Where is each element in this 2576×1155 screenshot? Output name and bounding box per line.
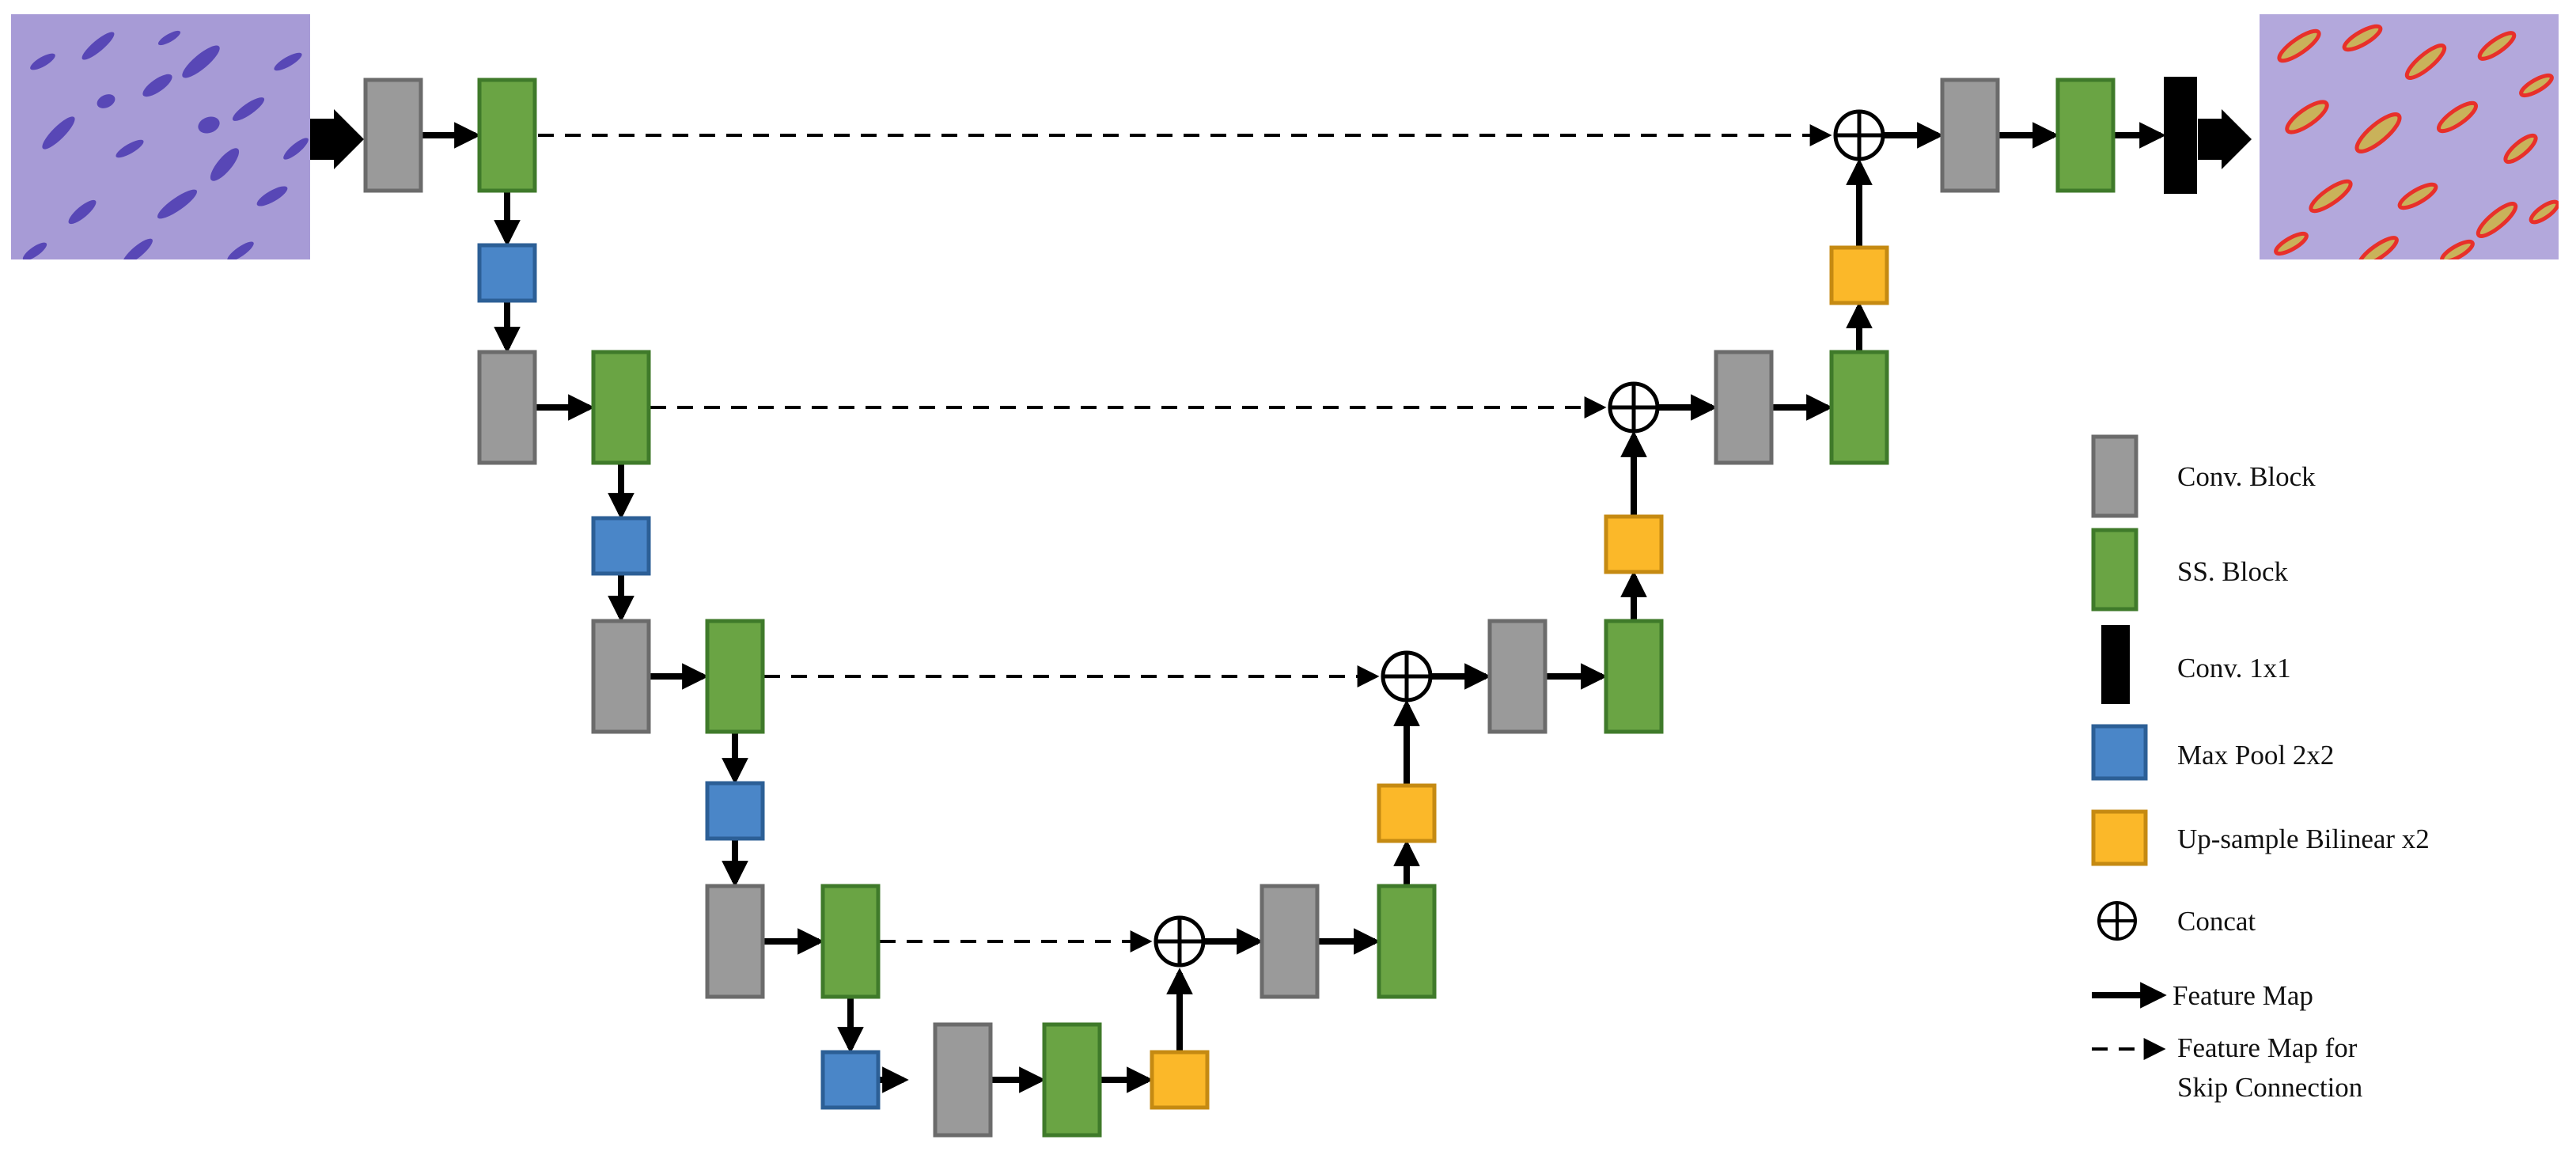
legend-ss-block-swatch	[2091, 528, 2138, 612]
ss-block	[705, 619, 765, 734]
output-arrow	[2198, 109, 2252, 169]
conv-block	[1940, 78, 2000, 193]
ss-block	[1604, 619, 1664, 734]
conv-block	[933, 1022, 993, 1138]
upsample-block	[1150, 1050, 1210, 1110]
ss-block	[591, 350, 651, 465]
legend: Conv. Block SS. Block Conv. 1x1 Max Pool…	[2091, 434, 2430, 1103]
max-pool-block	[820, 1050, 881, 1110]
legend-ss-block-label: SS. Block	[2177, 556, 2289, 587]
upsample-block	[1604, 514, 1664, 574]
legend-feature-map-label: Feature Map	[2173, 980, 2313, 1011]
concat-nodes	[1154, 109, 1885, 968]
feature-map-arrows	[421, 122, 2166, 1093]
max-pool-block	[477, 243, 537, 303]
concat-icon	[1833, 109, 1885, 161]
max-pool-block	[591, 516, 651, 576]
ss-block	[820, 884, 881, 999]
upsample-block	[1377, 783, 1437, 843]
conv-block	[591, 619, 651, 734]
upsample-block	[1829, 245, 1889, 305]
output-segmentation-image	[2260, 14, 2559, 259]
concat-icon	[1154, 915, 1206, 968]
concat-icon	[1381, 650, 1433, 702]
input-histology-image	[11, 14, 310, 259]
conv-block	[477, 350, 537, 465]
conv-block	[1714, 350, 1774, 465]
legend-skip-label-line2: Skip Connection	[2177, 1072, 2362, 1103]
legend-conv1x1-swatch	[2101, 625, 2130, 704]
conv-block	[705, 884, 765, 999]
nuclei-group	[22, 30, 309, 259]
conv1x1-block	[2164, 77, 2197, 194]
conv-block	[1487, 619, 1547, 734]
legend-conv1x1-label: Conv. 1x1	[2177, 653, 2291, 684]
legend-concat-label: Concat	[2177, 906, 2256, 937]
legend-skip-label-line1: Feature Map for	[2177, 1032, 2358, 1063]
skip-connections	[538, 124, 1832, 952]
legend-max-pool-label: Max Pool 2x2	[2177, 740, 2334, 771]
legend-upsample-swatch	[2091, 809, 2148, 866]
ss-block	[1377, 884, 1437, 999]
concat-icon	[1608, 381, 1660, 434]
legend-conv-block-swatch	[2091, 434, 2138, 518]
legend-upsample-label: Up-sample Bilinear x2	[2177, 824, 2430, 854]
ss-block	[1042, 1022, 1102, 1138]
ss-block	[477, 78, 537, 193]
ss-block	[1829, 350, 1889, 465]
segmented-nuclei-group	[2274, 24, 2559, 259]
network-blocks	[363, 77, 2197, 1138]
conv-block	[1260, 884, 1320, 999]
input-arrow	[310, 109, 364, 169]
legend-conv-block-label: Conv. Block	[2177, 461, 2316, 492]
legend-concat-icon	[2097, 901, 2137, 941]
max-pool-block	[705, 781, 765, 841]
conv-block	[363, 78, 423, 193]
ss-block	[2055, 78, 2116, 193]
legend-max-pool-swatch	[2091, 724, 2148, 781]
